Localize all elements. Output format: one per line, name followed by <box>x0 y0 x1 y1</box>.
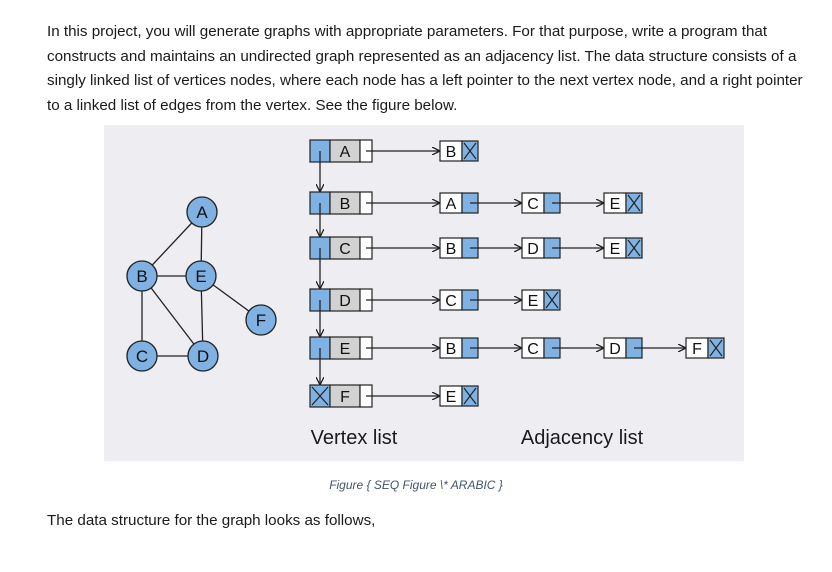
figure-background <box>104 125 744 461</box>
null-mark <box>463 387 477 405</box>
vertex-label-D: D <box>339 293 351 310</box>
closing-paragraph: The data structure for the graph looks a… <box>47 512 376 529</box>
adjacent-label-C: C <box>527 196 539 213</box>
graph-node-label-A: A <box>196 203 208 222</box>
vertex-label-C: C <box>339 241 351 258</box>
adjacent-label-C: C <box>527 341 539 358</box>
graph-drawing: A B C D E F <box>126 196 277 372</box>
adjacent-label-E: E <box>528 293 539 310</box>
intro-paragraph: In this project, you will generate graph… <box>47 23 803 114</box>
adjacent-label-E: E <box>610 196 621 213</box>
adjacent-label-B: B <box>446 241 457 258</box>
adjacent-label-C: C <box>445 293 457 310</box>
adjacent-label-D: D <box>527 241 539 258</box>
null-mark <box>709 339 723 357</box>
graph-node-label-E: E <box>195 267 206 286</box>
graph-node-D <box>187 340 219 372</box>
graph-node-label-D: D <box>197 347 209 366</box>
graph-node-E <box>185 260 217 292</box>
null-mark <box>627 194 641 212</box>
graph-node-B <box>126 260 158 292</box>
null-mark <box>627 239 641 257</box>
adjacency-list-label: Adjacency list <box>521 427 644 449</box>
vertex-label-E: E <box>340 341 351 358</box>
graph-node-label-B: B <box>136 267 147 286</box>
adjacent-label-B: B <box>446 341 457 358</box>
null-mark <box>463 142 477 160</box>
null-mark <box>545 291 559 309</box>
graph-node-label-C: C <box>136 347 148 366</box>
graph-node-F <box>245 304 277 336</box>
graph-node-C <box>126 340 158 372</box>
adjacent-label-B: B <box>446 144 457 161</box>
adjacent-label-E: E <box>610 241 621 258</box>
graph-edge-BD <box>141 275 204 357</box>
vertex-list-label: Vertex list <box>311 427 398 449</box>
graph-node-A <box>186 196 218 228</box>
adjacent-label-A: A <box>446 196 457 213</box>
vertex-label-B: B <box>340 196 351 213</box>
graph-node-label-F: F <box>256 311 266 330</box>
figure-caption: Figure { SEQ Figure \* ARABIC } <box>329 478 503 492</box>
vertex-label-F: F <box>340 389 350 406</box>
vertex-label-A: A <box>340 144 351 161</box>
adjacency-structure: A B B A C E C B D E D C E E B C D F F E <box>309 139 725 408</box>
adjacent-label-D: D <box>609 341 621 358</box>
null-mark <box>311 386 329 406</box>
adjacent-label-F: F <box>692 341 702 358</box>
adjacent-label-E: E <box>446 389 457 406</box>
